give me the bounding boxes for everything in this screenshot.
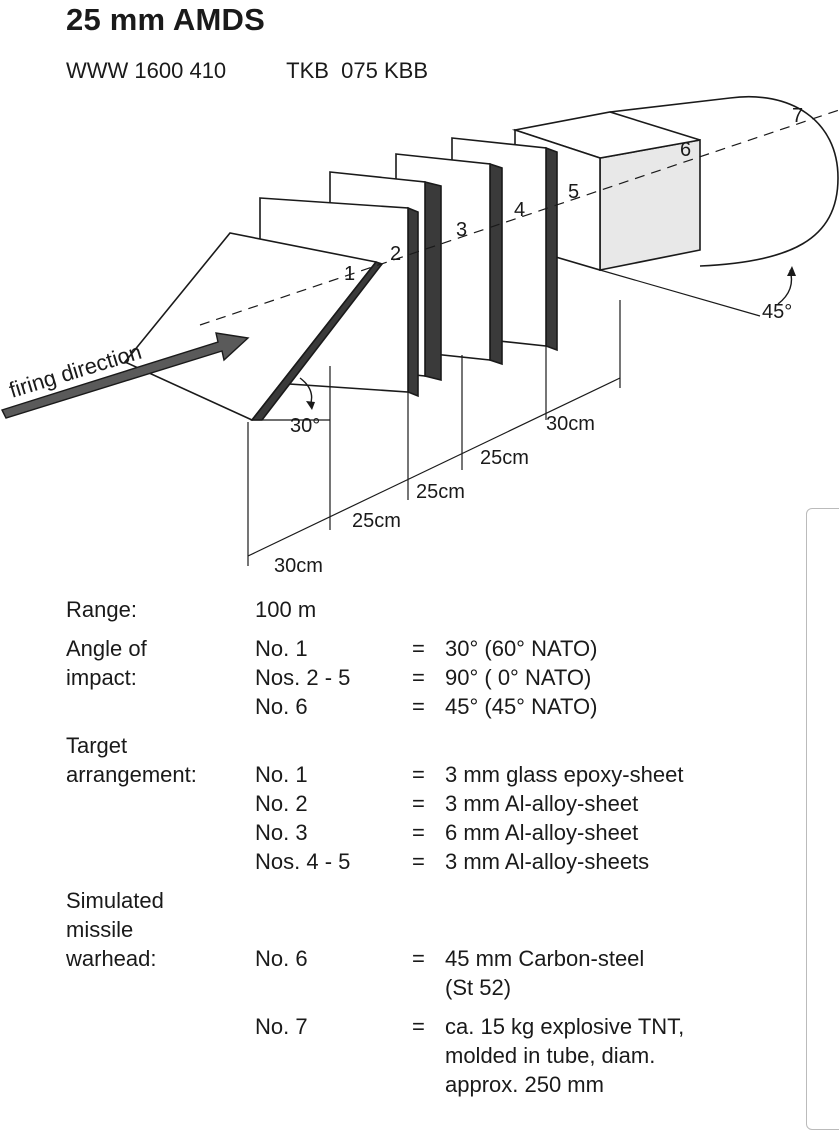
code-left: WWW 1600 410 bbox=[66, 58, 227, 83]
angle-row-eq: = bbox=[412, 636, 425, 661]
warhead-row-value: 45 mm Carbon-steel bbox=[445, 946, 645, 971]
angle-label-45: 45° bbox=[762, 301, 792, 323]
document-codes: WWW 1600 410 TKB 075 KBB bbox=[66, 58, 428, 84]
plate-label-5: 5 bbox=[568, 181, 579, 203]
plate-1 bbox=[123, 232, 384, 421]
target-label-line1: Target bbox=[66, 733, 128, 758]
angle-row-eq: = bbox=[412, 665, 425, 690]
warhead-row-value: (St 52) bbox=[445, 975, 512, 1000]
warhead-row-no: No. 6 bbox=[255, 946, 308, 971]
angle-row-no: Nos. 2 - 5 bbox=[255, 665, 351, 690]
angle-row-no: No. 6 bbox=[255, 694, 308, 719]
range-value: 100 m bbox=[255, 597, 317, 622]
dimension-label-2: 25cm bbox=[352, 510, 401, 532]
target-row-no: Nos. 4 - 5 bbox=[255, 849, 351, 874]
warhead-row-eq: = bbox=[412, 1014, 425, 1039]
warhead-label-line1: Simulated bbox=[66, 888, 164, 913]
firing-direction-arrow bbox=[1, 332, 250, 419]
dimension-lines bbox=[247, 300, 621, 566]
plate-label-3: 3 bbox=[456, 219, 467, 241]
target-row-eq: = bbox=[412, 791, 425, 816]
target-row-value: 3 mm Al-alloy-sheet bbox=[445, 791, 639, 816]
target-row-value: 3 mm Al-alloy-sheets bbox=[445, 849, 650, 874]
target-row-no: No. 1 bbox=[255, 762, 308, 787]
angle-row-value: 45° (45° NATO) bbox=[445, 694, 598, 719]
dimension-label-4: 25cm bbox=[480, 447, 529, 469]
warhead-row-value: approx. 250 mm bbox=[445, 1072, 604, 1097]
plate-label-7: 7 bbox=[792, 105, 803, 127]
target-row-eq: = bbox=[412, 849, 425, 874]
warhead-row-no: No. 7 bbox=[255, 1014, 308, 1039]
target-arrangement-diagram: firing direction 1 2 3 4 5 6 7 30° 45° 3… bbox=[1, 96, 839, 577]
warhead-row-value: ca. 15 kg explosive TNT, bbox=[445, 1014, 685, 1039]
page-title: 25 mm AMDS bbox=[66, 2, 265, 37]
angle-label-line1: Angle of bbox=[66, 636, 147, 661]
plate-label-1: 1 bbox=[344, 263, 355, 285]
angle-row-value: 30° (60° NATO) bbox=[445, 636, 598, 661]
range-label: Range: bbox=[66, 597, 137, 622]
plate-label-6: 6 bbox=[680, 139, 691, 161]
plate-label-2: 2 bbox=[390, 243, 401, 265]
target-row-no: No. 3 bbox=[255, 820, 308, 845]
warhead-row-eq: = bbox=[412, 946, 425, 971]
angle-label-30: 30° bbox=[290, 415, 320, 437]
trajectory-line bbox=[199, 109, 839, 326]
target-row-value: 3 mm glass epoxy-sheet bbox=[445, 762, 684, 787]
dimension-label-3: 25cm bbox=[416, 481, 465, 503]
dimension-label-1: 30cm bbox=[274, 555, 323, 577]
warhead-row-value: molded in tube, diam. bbox=[445, 1043, 656, 1068]
angle-row-no: No. 1 bbox=[255, 636, 308, 661]
target-row-eq: = bbox=[412, 820, 425, 845]
target-label-line2: arrangement: bbox=[66, 762, 197, 787]
warhead-label-line3: warhead: bbox=[66, 946, 157, 971]
dimension-label-5: 30cm bbox=[546, 413, 595, 435]
angle-row-value: 90° ( 0° NATO) bbox=[445, 665, 592, 690]
angle-label-line2: impact: bbox=[66, 665, 137, 690]
warhead-label-line2: missile bbox=[66, 917, 134, 942]
plate-6-baseline bbox=[599, 269, 761, 317]
right-edge-panel bbox=[806, 508, 839, 1130]
plate-label-4: 4 bbox=[514, 199, 525, 221]
plate-6-block bbox=[511, 96, 839, 272]
target-row-value: 6 mm Al-alloy-sheet bbox=[445, 820, 639, 845]
target-row-eq: = bbox=[412, 762, 425, 787]
angle-row-eq: = bbox=[412, 694, 425, 719]
target-row-no: No. 2 bbox=[255, 791, 308, 816]
code-right: TKB 075 KBB bbox=[286, 58, 429, 83]
